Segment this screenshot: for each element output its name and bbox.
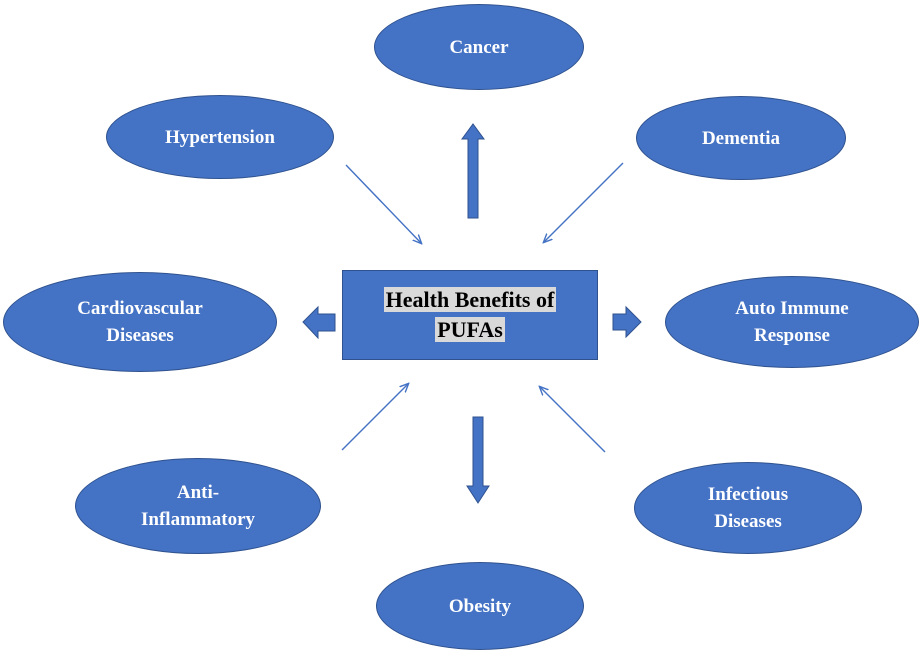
node-infectious: Infectious Diseases xyxy=(634,462,862,554)
node-anti-inflammatory: Anti-Inflammatory xyxy=(75,458,321,554)
node-anti-inflammatory-label: Anti-Inflammatory xyxy=(141,482,255,530)
arrow-from-infectious xyxy=(540,387,606,453)
center-title: Health Benefits of PUFAs xyxy=(383,285,557,345)
arrow-from-anti-inflammatory xyxy=(341,384,408,451)
node-auto-immune-label: Auto Immune Response xyxy=(735,298,849,346)
node-auto-immune: Auto Immune Response xyxy=(665,276,919,368)
node-cardiovascular: Cardiovascular Diseases xyxy=(3,272,277,372)
center-box-health-benefits: Health Benefits of PUFAs xyxy=(342,270,598,360)
arrow-up-to-cancer xyxy=(461,123,485,219)
arrow-right-to-auto-immune xyxy=(612,305,642,339)
node-hypertension: Hypertension xyxy=(106,95,334,179)
node-cardiovascular-label: Cardiovascular Diseases xyxy=(77,298,203,346)
node-infectious-label: Infectious Diseases xyxy=(707,484,789,532)
arrow-from-hypertension xyxy=(345,164,421,243)
node-dementia: Dementia xyxy=(636,96,846,180)
node-obesity-label: Obesity xyxy=(448,595,512,617)
arrow-down-to-obesity xyxy=(466,416,490,504)
node-dementia-label: Dementia xyxy=(701,127,781,149)
arrow-from-dementia xyxy=(544,162,624,242)
center-title-line-2: PUFAs xyxy=(435,317,505,342)
node-obesity: Obesity xyxy=(376,562,584,650)
node-hypertension-label: Hypertension xyxy=(165,126,275,148)
node-cancer-label: Cancer xyxy=(449,36,509,58)
node-cancer: Cancer xyxy=(374,4,584,90)
center-title-line-1: Health Benefits of xyxy=(383,287,557,312)
arrow-left-to-cardiovascular xyxy=(302,305,336,340)
